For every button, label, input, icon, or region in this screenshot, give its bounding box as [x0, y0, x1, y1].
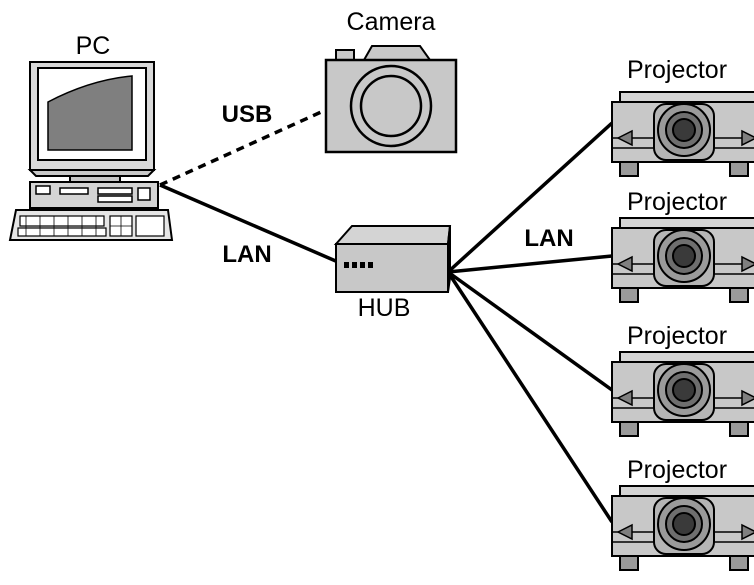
lan-label-left: LAN [222, 241, 271, 268]
projector-label-1: Projector [627, 56, 727, 84]
pc-computer [8, 61, 174, 241]
projector-4 [611, 485, 754, 571]
projector-1 [611, 91, 754, 177]
usb-connection [159, 106, 331, 187]
projector-label-2: Projector [627, 188, 727, 216]
camera-label: Camera [347, 8, 436, 36]
projector-3 [611, 351, 754, 437]
projector-2 [611, 217, 754, 303]
hub [333, 225, 452, 293]
hub-label: HUB [358, 294, 411, 322]
lan-label-right: LAN [524, 225, 573, 252]
camera [324, 45, 458, 154]
pc-label: PC [76, 32, 111, 60]
lan-connections [159, 121, 614, 523]
projector-label-4: Projector [627, 456, 727, 484]
projector-label-3: Projector [627, 322, 727, 350]
usb-label: USB [222, 101, 273, 128]
